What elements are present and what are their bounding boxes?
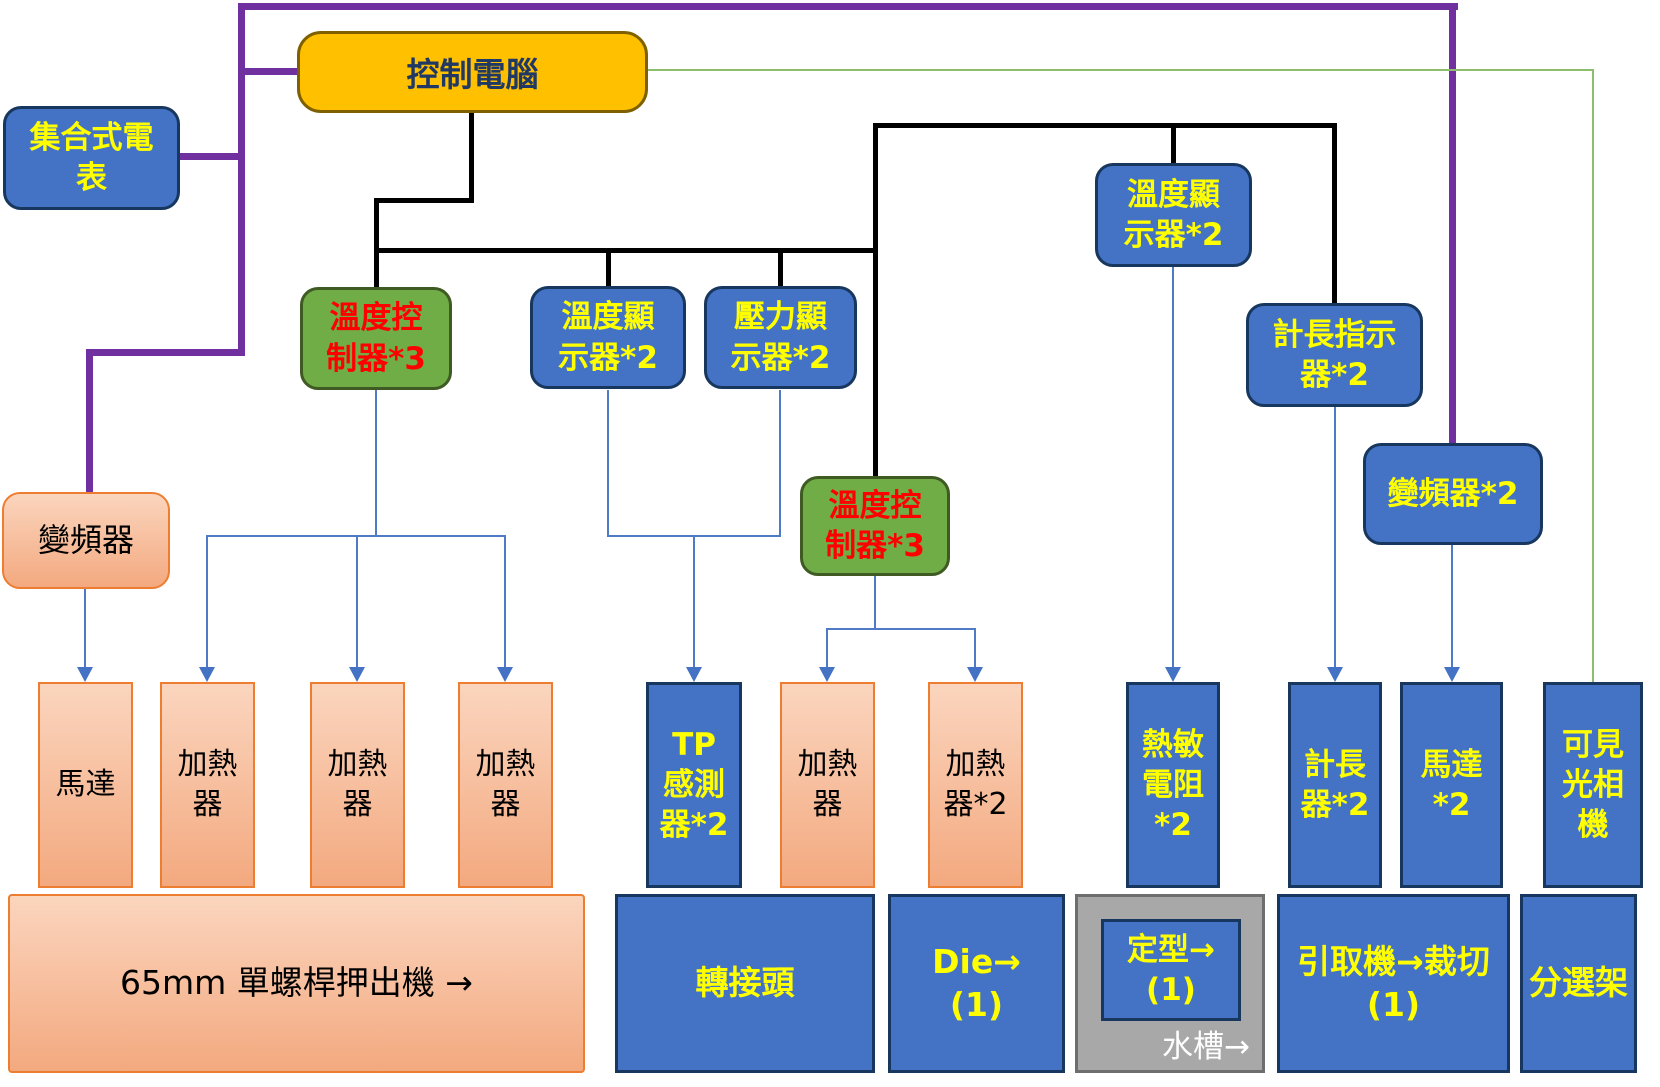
edge-tempctrl1-stem xyxy=(375,390,377,537)
arrow-heater3 xyxy=(497,667,513,682)
arrow-length-counter xyxy=(1327,667,1343,682)
arrow-tp-sensor xyxy=(686,667,702,682)
edge-heater3-riser xyxy=(504,535,506,669)
arrow-heater1 xyxy=(199,667,215,682)
edge-black-main-vertical xyxy=(873,123,878,478)
node-puller: 引取機→裁切 (1) xyxy=(1277,894,1510,1073)
node-length-indicator: 計長指示 器*2 xyxy=(1246,303,1423,407)
edge-purple-left-vertical xyxy=(238,3,245,356)
edge-inverter2-motor2 xyxy=(1451,545,1453,669)
water-tank-label: 水槽→ xyxy=(1162,1029,1250,1065)
node-shaper: 定型→ (1) xyxy=(1101,919,1241,1021)
edge-purple-jog xyxy=(86,349,243,356)
edge-green-vertical xyxy=(1592,69,1594,684)
node-camera: 可見 光相 機 xyxy=(1543,682,1643,888)
node-pressure-display: 壓力顯 示器*2 xyxy=(704,286,857,389)
edge-heater1-riser xyxy=(206,535,208,669)
edge-pressdisp-stem xyxy=(779,390,781,537)
edge-black-riser-tempdisp1 xyxy=(606,248,611,289)
edge-heater5-riser xyxy=(974,628,976,669)
arrow-heater2 xyxy=(349,667,365,682)
edge-black-computer-drop xyxy=(469,110,474,203)
edge-tempctrl2-stem xyxy=(874,576,876,630)
arrow-thermistor xyxy=(1165,667,1181,682)
node-temp-display-1: 溫度顯 示器*2 xyxy=(530,286,686,389)
edge-lengthind-counter xyxy=(1334,407,1336,669)
node-temp-controller-1: 溫度控 制器*3 xyxy=(300,287,452,390)
edge-purple-top xyxy=(238,3,1458,10)
node-temp-display-2: 溫度顯 示器*2 xyxy=(1095,163,1252,267)
arrow-motor1 xyxy=(77,667,93,682)
node-heater-1: 加熱 器 xyxy=(160,682,255,888)
edge-fork2-h xyxy=(826,628,976,630)
node-heater-4: 加熱 器 xyxy=(780,682,875,888)
edge-tempdisp1-stem xyxy=(607,390,609,537)
edge-black-trunk-upper xyxy=(873,123,1337,128)
edge-black-riser-tempctrl1 xyxy=(374,198,379,289)
node-motor-2: 馬達 *2 xyxy=(1400,682,1503,888)
node-inverter-single: 變頻器 xyxy=(2,492,170,589)
node-sorting-rack: 分選架 xyxy=(1520,894,1637,1073)
edge-purple-right-vertical xyxy=(1449,3,1456,445)
node-heater-5: 加熱 器*2 xyxy=(928,682,1023,888)
node-power-meter: 集合式電 表 xyxy=(3,106,180,210)
arrow-motor2 xyxy=(1444,667,1460,682)
arrow-heater4 xyxy=(819,667,835,682)
node-tp-sensor: TP 感測 器*2 xyxy=(646,682,742,888)
edge-black-trunk-lower xyxy=(374,248,878,253)
edge-purple-from-meter xyxy=(176,153,242,160)
node-length-counter: 計長 器*2 xyxy=(1288,682,1382,888)
node-control-computer: 控制電腦 xyxy=(297,31,648,113)
node-heater-3: 加熱 器 xyxy=(458,682,553,888)
edge-black-riser-tempdisp2 xyxy=(1171,123,1176,165)
node-heater-2: 加熱 器 xyxy=(310,682,405,888)
node-thermistor: 熱敏 電阻 *2 xyxy=(1126,682,1220,888)
arrow-heater5 xyxy=(967,667,983,682)
edge-purple-to-computer xyxy=(241,68,299,75)
node-adapter: 轉接頭 xyxy=(615,894,875,1073)
edge-black-jog xyxy=(374,198,474,203)
node-die: Die→ (1) xyxy=(888,894,1065,1073)
node-extruder: 65mm 單螺桿押出機 → xyxy=(8,894,585,1073)
edge-green-horizontal xyxy=(646,69,1593,71)
edge-heater2-riser xyxy=(356,535,358,669)
node-temp-controller-2: 溫度控 制器*3 xyxy=(800,476,950,576)
node-inverter-double: 變頻器*2 xyxy=(1363,443,1543,545)
edge-tp-drop xyxy=(693,535,695,669)
node-water-tank: 定型→ (1) 水槽→ xyxy=(1075,894,1265,1073)
edge-heater4-riser xyxy=(826,628,828,669)
edge-inverter1-motor xyxy=(84,589,86,669)
edge-purple-to-inverter1 xyxy=(86,349,93,494)
node-motor-1: 馬達 xyxy=(38,682,133,888)
edge-tempdisp2-thermistor xyxy=(1172,267,1174,669)
edge-black-riser-lengthind xyxy=(1332,123,1337,305)
edge-black-riser-pressdisp xyxy=(778,248,783,289)
